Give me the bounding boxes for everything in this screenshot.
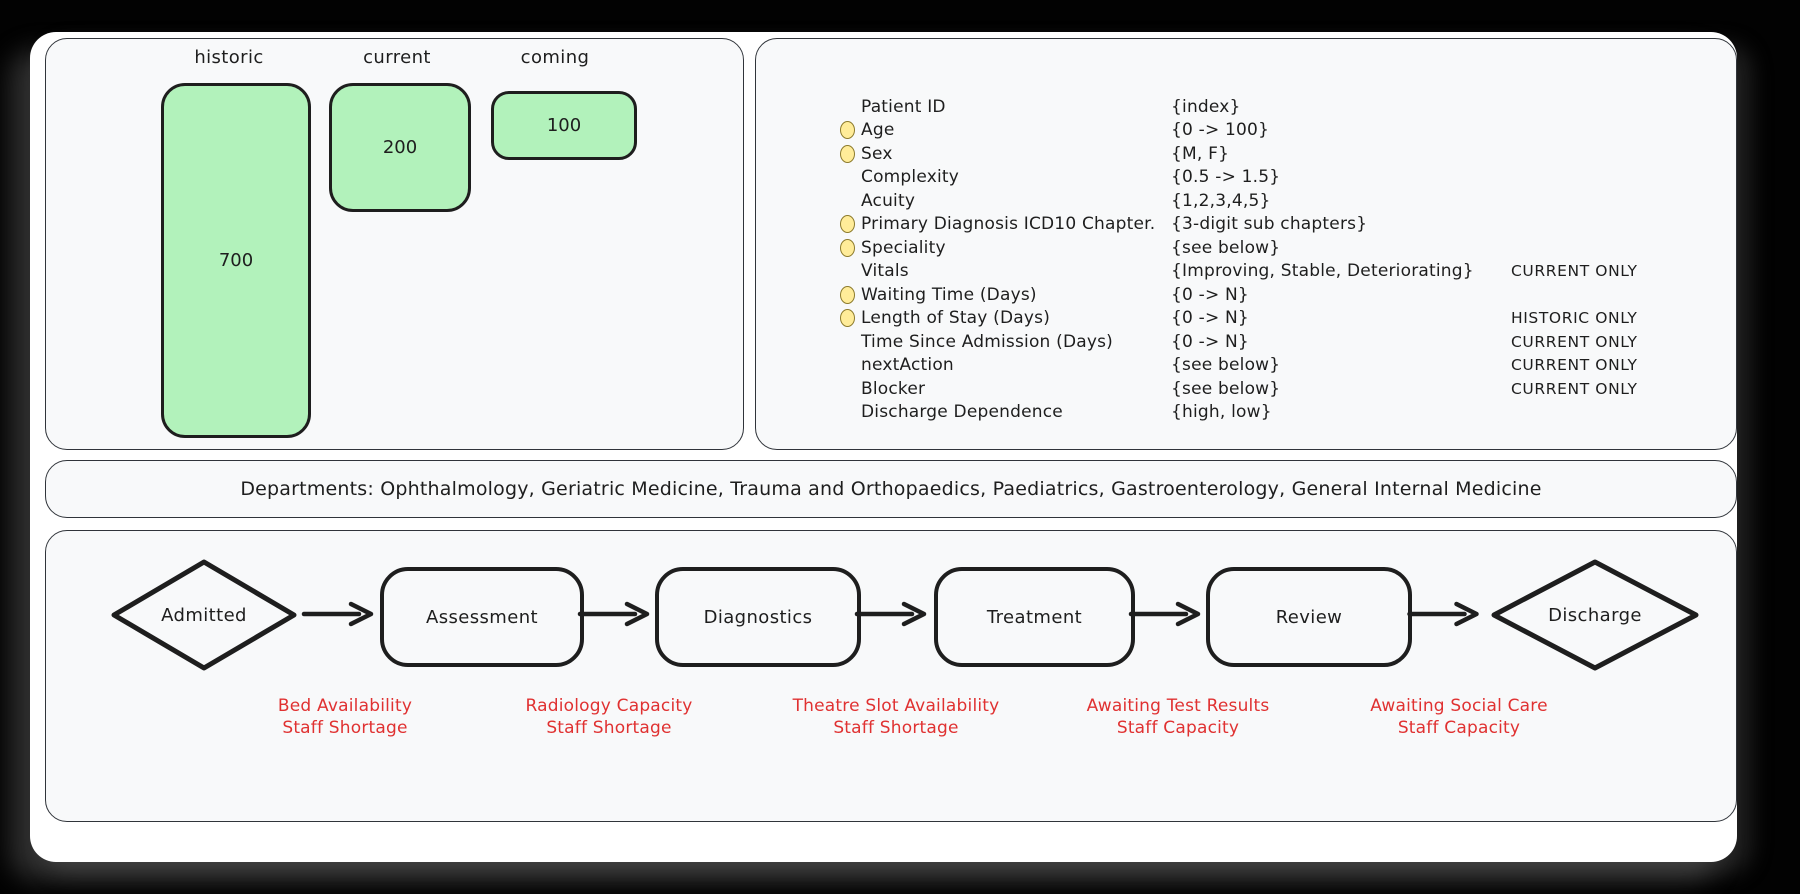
flow-node-label: Diagnostics [703,606,813,628]
patient-attributes-panel: Patient ID {index} Age {0 -> 100} Sex {M… [755,38,1737,450]
coming-label: coming [520,47,590,68]
flow-node-diagnostics[interactable]: Diagnostics [655,567,861,667]
current-box[interactable]: 200 [329,83,471,212]
current-count: 200 [382,137,418,158]
attr-row-speciality: Speciality {see below} [840,236,1724,260]
attr-row-age: Age {0 -> 100} [840,119,1724,143]
highlight-dot-icon[interactable] [840,121,855,140]
blocker-annotation: Radiology Capacity Staff Shortage [525,695,692,739]
attributes-table: Patient ID {index} Age {0 -> 100} Sex {M… [840,95,1724,424]
flow-node-label: Assessment [426,606,538,628]
departments-strip: Departments: Ophthalmology, Geriatric Me… [45,460,1737,518]
flow-node-label: Treatment [986,606,1083,628]
coming-box[interactable]: 100 [491,91,637,160]
blocker-line: Staff Capacity [1116,718,1240,738]
attr-row-time-since-admission: Time Since Admission (Days) {0 -> N} CUR… [861,331,1638,352]
blocker-line: Awaiting Test Results [1086,696,1270,716]
flow-node-label: Admitted [161,604,247,626]
attr-row-vitals: Vitals {Improving, Stable, Deteriorating… [861,261,1638,282]
flow-node-review[interactable]: Review [1206,567,1412,667]
attr-row-blocker: Blocker {see below} CURRENT ONLY [861,378,1638,399]
blocker-annotation: Awaiting Test Results Staff Capacity [1087,695,1270,739]
attr-row-primary-diagnosis: Primary Diagnosis ICD10 Chapter. {3-digi… [840,213,1724,237]
diamond-shape-icon [1491,559,1699,671]
blocker-annotation: Bed Availability Staff Shortage [278,695,412,739]
flow-arrow-icon [1407,601,1479,627]
diamond-shape-icon [111,559,297,671]
flow-node-assessment[interactable]: Assessment [380,567,584,667]
patient-flow-panel: Admitted Assessment Diagnostics Treatmen… [45,530,1737,822]
highlight-dot-icon[interactable] [840,285,855,304]
flow-arrow-icon [301,601,374,627]
attr-row-length-of-stay: Length of Stay (Days) {0 -> N} HISTORIC … [840,307,1724,331]
blocker-line: Radiology Capacity [525,696,693,716]
highlight-dot-icon[interactable] [840,215,855,234]
flow-arrow-icon [1128,601,1201,627]
current-label: current [363,47,431,68]
blocker-line: Awaiting Social Care [1370,696,1548,716]
blocker-line: Bed Availability [277,696,413,716]
attr-row-sex: Sex {M, F} [840,142,1724,166]
highlight-dot-icon[interactable] [840,144,855,163]
blocker-line: Staff Shortage [833,718,959,738]
blocker-line: Staff Shortage [282,718,408,738]
blocker-line: Theatre Slot Availability [792,696,1000,716]
historic-box[interactable]: 700 [161,83,311,438]
flow-node-label: Discharge [1548,604,1642,626]
flow-node-admitted[interactable]: Admitted [108,556,300,674]
attr-row-complexity: Complexity {0.5 -> 1.5} [861,167,1281,188]
flow-node-treatment[interactable]: Treatment [934,567,1135,667]
attr-row-patient-id: Patient ID {index} [861,96,1241,117]
attr-row-acuity: Acuity {1,2,3,4,5} [861,190,1271,211]
attr-row-next-action: nextAction {see below} CURRENT ONLY [861,355,1638,376]
flow-arrow-icon [854,601,927,627]
flow-arrow-icon [577,601,650,627]
blocker-annotation: Theatre Slot Availability Staff Shortage [793,695,1000,739]
flow-node-discharge[interactable]: Discharge [1488,556,1702,674]
attr-row-discharge-dependence: Discharge Dependence {high, low} [861,402,1272,423]
historic-label: historic [194,47,264,68]
departments-text: Departments: Ophthalmology, Geriatric Me… [240,478,1542,500]
blocker-line: Staff Capacity [1397,718,1521,738]
attr-row-waiting-time: Waiting Time (Days) {0 -> N} [840,283,1724,307]
flow-node-label: Review [1275,606,1343,628]
highlight-dot-icon[interactable] [840,238,855,257]
blocker-annotation: Awaiting Social Care Staff Capacity [1370,695,1548,739]
highlight-dot-icon[interactable] [840,309,855,328]
blocker-line: Staff Shortage [546,718,672,738]
patient-stock-panel: historic current coming 700 200 100 [45,38,744,450]
coming-count: 100 [546,115,582,136]
historic-count: 700 [218,250,254,271]
